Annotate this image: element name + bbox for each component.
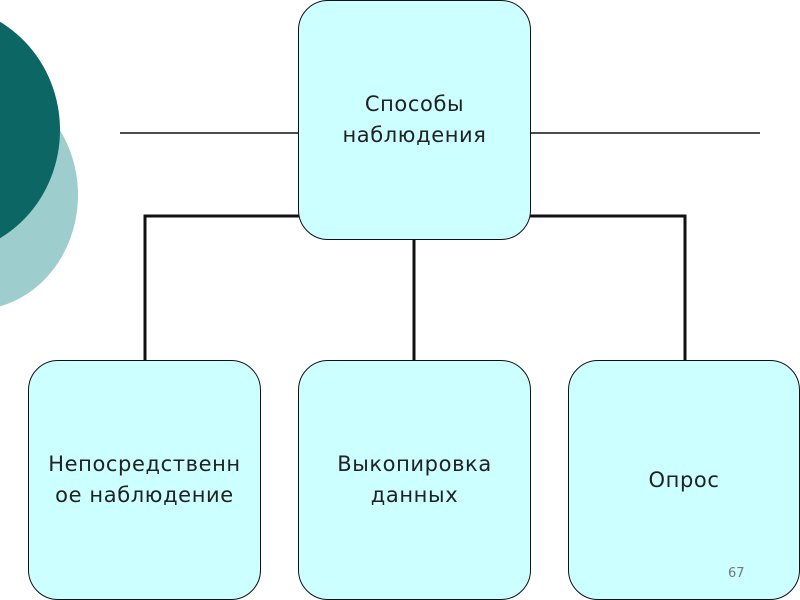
child-node-label: Опрос [648, 467, 720, 492]
page-number: 67 [728, 566, 745, 581]
child-node-survey: Опрос [568, 360, 800, 600]
child-node-direct-observation: Непосредственн ое наблюдение [28, 360, 261, 600]
root-node: Способы наблюдения [298, 0, 531, 240]
child-node-label: Выкопировка данных [337, 452, 492, 507]
connector-right [529, 214, 687, 360]
connector-left [143, 214, 300, 360]
child-node-label: Непосредственн ое наблюдение [48, 452, 241, 507]
root-node-label: Способы наблюдения [342, 92, 487, 147]
child-node-data-extraction: Выкопировка данных [298, 360, 531, 600]
